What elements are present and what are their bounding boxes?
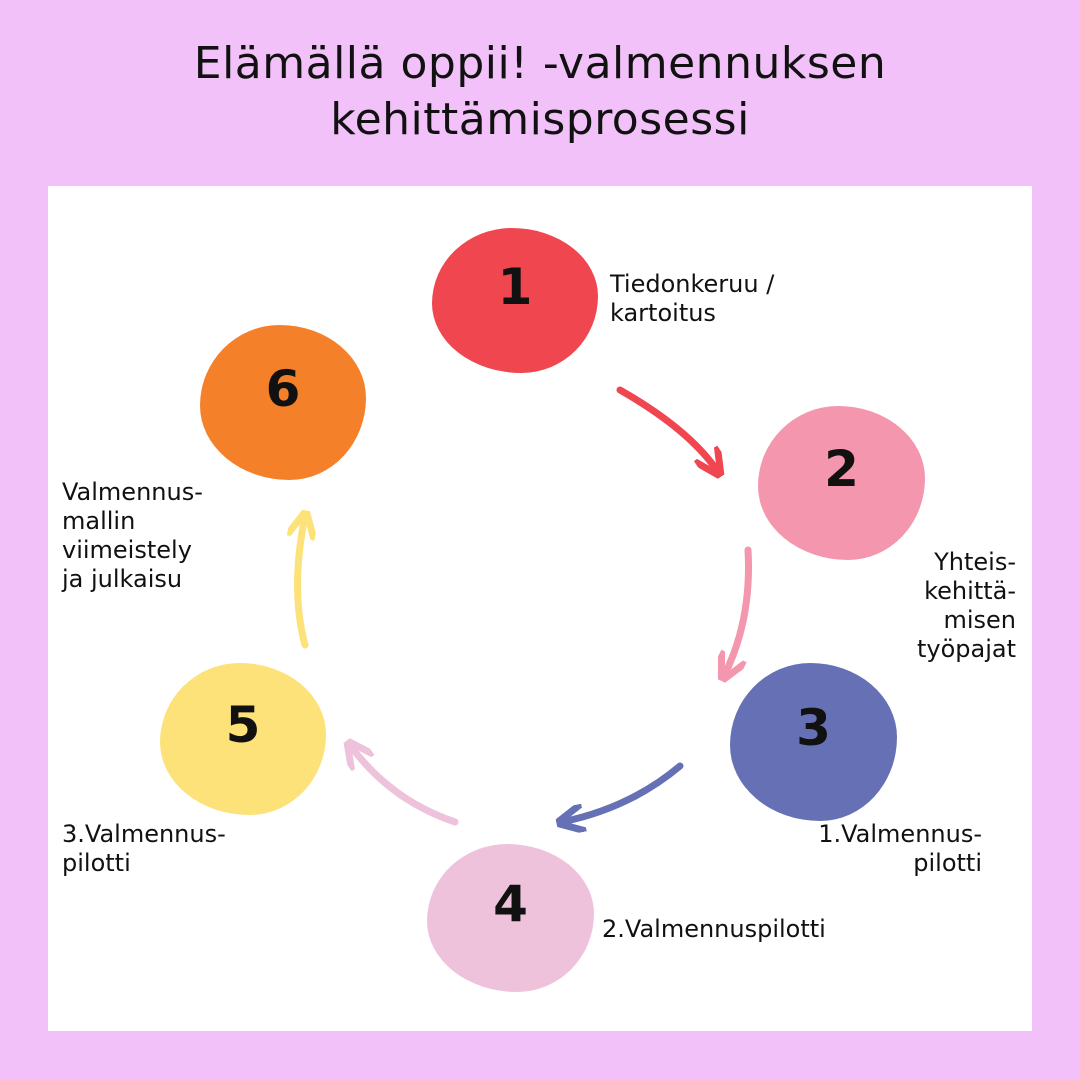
step-5-label: 3.Valmennus- pilotti (62, 820, 226, 877)
step-2-circle: 2 (758, 406, 925, 560)
step-1-number: 1 (497, 257, 533, 316)
step-4-number: 4 (493, 875, 528, 933)
step-1-circle: 1 (432, 228, 598, 373)
step-3-circle: 3 (730, 663, 897, 821)
step-3-label: 1.Valmennus- pilotti (818, 820, 982, 877)
step-6-label: Valmennus- mallin viimeistely ja julkais… (62, 478, 203, 593)
step-2-label: Yhteis- kehittä- misen työpajat (916, 548, 1016, 663)
arrow-3-to-4 (562, 762, 684, 822)
arrow-5-to-6 (298, 516, 306, 649)
arrow-1-to-2 (616, 386, 718, 472)
arrow-4-to-5 (350, 745, 459, 826)
step-6-circle: 6 (200, 325, 366, 480)
step-2-number: 2 (824, 440, 859, 498)
step-1-label: Tiedonkeruu / kartoitus (610, 270, 775, 327)
step-5-number: 5 (225, 696, 261, 754)
step-3-number: 3 (796, 699, 831, 757)
page-title: Elämällä oppii! -valmennuksen kehittämis… (0, 36, 1080, 148)
step-5-circle: 5 (160, 663, 326, 815)
step-6-number: 6 (265, 359, 301, 418)
step-4-label: 2.Valmennuspilotti (602, 915, 826, 943)
arrow-2-to-3 (724, 546, 752, 676)
title-line-1: Elämällä oppii! -valmennuksen (193, 38, 887, 89)
step-4-circle: 4 (427, 844, 594, 992)
title-line-2: kehittämisprosessi (330, 94, 750, 145)
